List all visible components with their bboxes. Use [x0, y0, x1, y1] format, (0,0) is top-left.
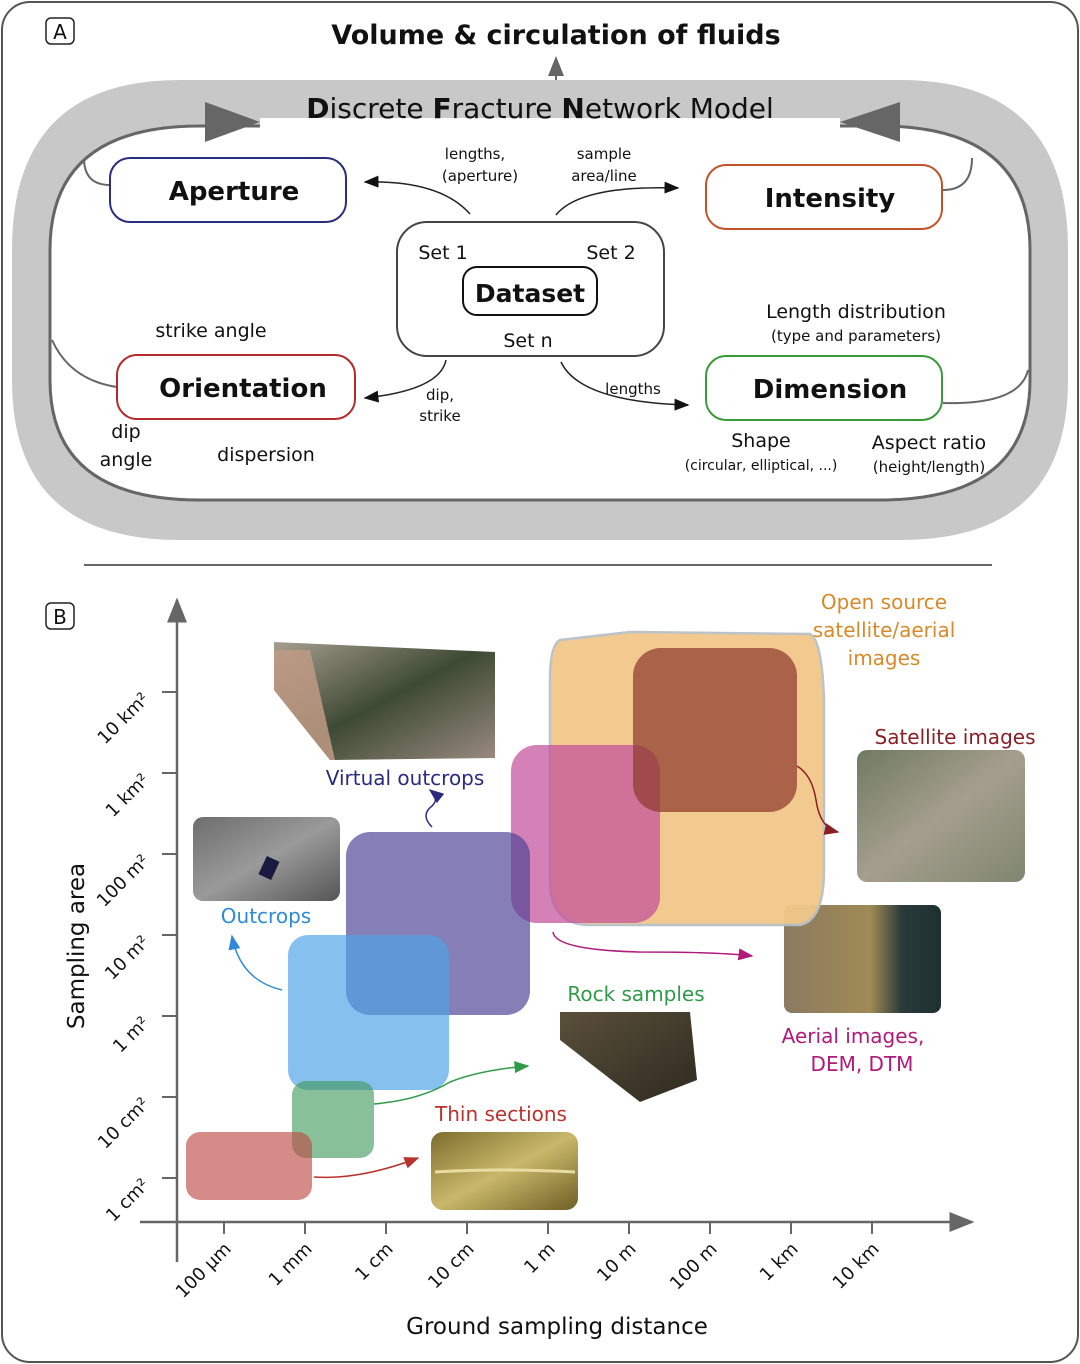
edge-label-orientation-2: strike	[419, 407, 460, 425]
label-outcrops: Outcrops	[221, 904, 311, 928]
length-distribution-label: Length distribution	[766, 301, 946, 323]
model-title-part: F	[432, 92, 451, 125]
length-distribution-sub: (type and parameters)	[771, 327, 941, 345]
label-thin-sections: Thin sections	[434, 1102, 567, 1126]
dip-angle-label-1: dip	[111, 421, 140, 443]
aspect-ratio-sub: (height/length)	[873, 458, 985, 476]
label-open-source-3: images	[848, 646, 921, 670]
virtual-outcrop-photo	[274, 642, 495, 760]
edge-label-aperture-1: lengths,	[445, 145, 505, 163]
node-aperture: Aperture	[109, 157, 347, 223]
y-axis-title: Sampling area	[64, 863, 90, 1029]
edge-label-intensity-1: sample	[577, 145, 632, 163]
arrow-outcrops-icon	[228, 934, 283, 991]
svg-text:Dimension: Dimension	[753, 375, 908, 405]
panel-b-badge	[45, 602, 75, 630]
svg-text:Intensity: Intensity	[765, 184, 896, 214]
label-aerial-1: Aerial images,	[782, 1024, 925, 1048]
shape-sub: (circular, elliptical, ...)	[685, 458, 838, 474]
node-intensity: Intensity	[705, 164, 943, 230]
top-title: Volume & circulation of fluids	[331, 20, 780, 51]
model-title-part: D	[306, 92, 329, 125]
set-1-label: Set 1	[418, 242, 467, 264]
loop-arrow-left-icon	[205, 102, 260, 142]
node-orientation: Orientation	[116, 354, 356, 420]
loop-arrow-right-icon	[840, 102, 900, 142]
model-title: Discrete Fracture Network Model	[306, 92, 774, 125]
set-n-label: Set n	[503, 330, 552, 352]
dip-angle-label-2: angle	[100, 449, 153, 471]
rock-sample-photo	[560, 1012, 697, 1102]
range-rock-samples	[292, 1081, 374, 1158]
range-satellite	[633, 648, 797, 812]
label-virtual-outcrops: Virtual outcrops	[326, 766, 485, 790]
arrow-satellite-icon	[796, 765, 840, 835]
dataset-title: Dataset	[475, 279, 585, 308]
edge-label-intensity-2: area/line	[571, 167, 637, 185]
panel-a-label: A	[53, 20, 67, 44]
x-axis-title: Ground sampling distance	[406, 1314, 708, 1340]
range-outcrops	[288, 935, 449, 1090]
set-2-label: Set 2	[586, 242, 635, 264]
panel-b-label: B	[53, 605, 67, 629]
dataset-box: Set 1 Set 2 Dataset Set n	[396, 221, 665, 357]
edge-label-orientation-1: dip,	[426, 386, 454, 404]
satellite-photo	[857, 750, 1025, 882]
panel-a: A Volume & circulation of fluids Discret…	[12, 17, 1068, 540]
arrow-aerial-icon	[552, 931, 754, 961]
panel-a-badge	[45, 17, 75, 45]
svg-text:Aperture: Aperture	[169, 177, 300, 207]
model-title-part: etwork Model	[585, 92, 774, 125]
label-rock-samples: Rock samples	[567, 982, 704, 1006]
arrow-rock-samples-icon	[373, 1061, 530, 1105]
label-open-source-1: Open source	[821, 590, 947, 614]
label-aerial-2: DEM, DTM	[811, 1052, 914, 1076]
arrow-thin-sections-icon	[313, 1157, 420, 1179]
edge-label-aperture-2: (aperture)	[442, 167, 518, 185]
range-thin-sections	[186, 1132, 312, 1200]
label-satellite: Satellite images	[875, 725, 1036, 749]
model-title-part: iscrete	[329, 92, 432, 125]
strike-angle-label: strike angle	[155, 320, 266, 342]
model-title-part: racture	[452, 92, 562, 125]
aspect-ratio-label: Aspect ratio	[872, 432, 986, 454]
aerial-photo	[784, 905, 941, 1013]
arrow-virtual-outcrops-icon	[425, 789, 445, 828]
label-open-source-2: satellite/aerial	[813, 618, 956, 642]
range-aerial	[511, 745, 660, 923]
model-title-part: N	[561, 92, 584, 125]
dispersion-label: dispersion	[217, 444, 315, 466]
svg-text:Orientation: Orientation	[159, 374, 327, 404]
edge-label-dimension: lengths	[605, 380, 661, 398]
node-dimension: Dimension	[705, 355, 943, 421]
shape-label: Shape	[731, 430, 791, 452]
